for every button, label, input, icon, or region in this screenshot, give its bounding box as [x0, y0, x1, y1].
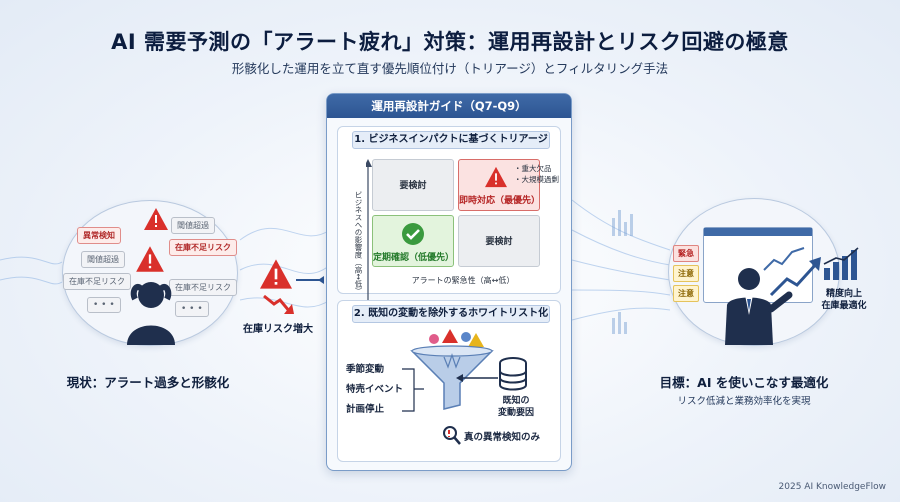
section-title: 1. ビジネスインパクトに基づくトリアージ [352, 131, 550, 149]
goal-subcaption: リスク低減と業務効率化を実現 [677, 396, 811, 407]
warning-icon [485, 166, 507, 188]
businessman-icon [725, 268, 793, 345]
footer-credit: 2025 AI KnowledgeFlow [778, 482, 886, 492]
check-icon [402, 223, 424, 245]
urgent-tag: 緊急 [673, 245, 699, 262]
quadrant-top-right-label: 即時対応（最優先） [459, 196, 541, 206]
risk-label: 在庫リスク増大 [243, 324, 313, 335]
trend-up-icon [769, 257, 821, 297]
input-item: 計画停止 [346, 404, 385, 415]
filter-funnel-icon [410, 329, 494, 410]
alert-chip: 閾値超過 [171, 217, 215, 234]
page-subtitle: 形骸化した運用を立て直す優先順位付け（トリアージ）とフィルタリング手法 [231, 61, 669, 76]
arrow-left-icon [456, 374, 498, 382]
dashboard-screen [703, 227, 813, 303]
current-state-illustration: 異常検知 在庫不足リスク 閾値超過 閾値超過 在庫不足リスク 在庫不足リスク •… [62, 200, 238, 346]
output-label: 真の異常検知のみ [464, 432, 541, 443]
trend-down-icon [263, 294, 294, 314]
line-chart-icon [763, 247, 805, 271]
input-bracket [402, 368, 424, 412]
alert-chip: 在庫不足リスク [169, 239, 237, 256]
triage-section: 1. ビジネスインパクトに基づくトリアージ ビジネスへの影響度（高↔低） 要検討… [337, 126, 561, 308]
caution-tag: 注意 [673, 265, 699, 282]
bullet-item: ・大規模過剰 [514, 175, 559, 184]
page-title: AI 需要予測の「アラート疲れ」対策：運用再設計とリスク回避の極意 [111, 30, 789, 54]
goal-state-illustration: 緊急 注意 注意 [668, 198, 840, 346]
quadrant-top-left: 要検討 [372, 159, 454, 211]
stressed-person-icon [127, 282, 175, 345]
quadrant-bottom-left-label: 定期確認（低優先） [373, 253, 455, 263]
section-title: 2. 既知の変動を除外するホワイトリスト化 [352, 305, 550, 323]
quadrant-top-right: 即時対応（最優先） [458, 159, 540, 211]
input-item: 季節変動 [346, 364, 385, 375]
message-bubble: • • • [175, 301, 209, 317]
known-variation-label: 既知の 変動要因 [498, 396, 535, 418]
y-axis-label: ビジネスへの影響度（高↔低） [354, 191, 363, 295]
alert-chip: 在庫不足リスク [63, 273, 131, 290]
goal-caption: 目標：AI を使いこなす最適化 [659, 375, 829, 390]
caution-tag: 注意 [673, 285, 699, 302]
current-state-caption: 現状：アラート過多と形骸化 [66, 375, 230, 390]
warning-icon [260, 259, 292, 289]
quadrant-bottom-right: 要検討 [458, 215, 540, 267]
panel-header: 運用再設計ガイド（Q7-Q9） [327, 94, 571, 118]
goal-note: 精度向上 在庫最適化 [821, 289, 867, 311]
database-icon [499, 357, 527, 391]
alert-chip: 閾値超過 [81, 251, 125, 268]
alert-chip: 異常検知 [77, 227, 121, 244]
growth-chart-icon [823, 247, 859, 280]
redesign-guide-panel: 運用再設計ガイド（Q7-Q9） 1. ビジネスインパクトに基づくトリアージ ビジ… [326, 93, 572, 471]
whitelist-section: 2. 既知の変動を除外するホワイトリスト化 既知の 変動要因 季節変動 特売イベ… [337, 300, 561, 462]
bullet-item: ・重大欠品 [514, 164, 552, 173]
quadrant-bottom-left: 定期確認（低優先） [372, 215, 454, 267]
x-axis-label: アラートの緊急性（高↔低） [411, 276, 515, 285]
search-icon [443, 426, 461, 445]
input-item: 特売イベント [346, 384, 404, 395]
warning-icon [136, 246, 164, 272]
message-bubble: • • • [87, 297, 121, 313]
warning-icon [144, 208, 168, 230]
